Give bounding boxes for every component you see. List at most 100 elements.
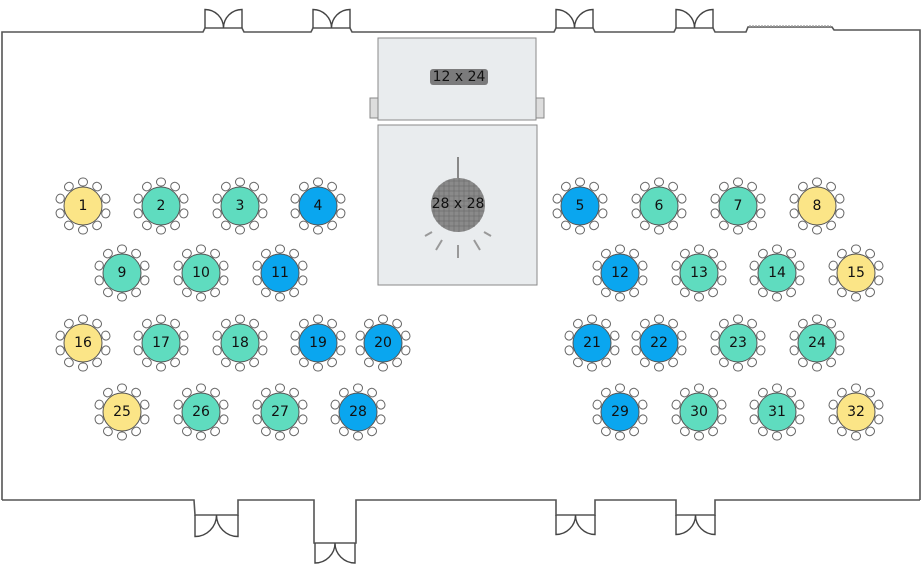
table-5[interactable]: 5: [552, 177, 608, 235]
chair: [747, 181, 758, 192]
chair: [639, 318, 650, 329]
table-14[interactable]: 14: [749, 244, 805, 302]
table-30[interactable]: 30: [671, 383, 727, 441]
dance-floor[interactable]: 28 x 28: [377, 124, 538, 286]
table-32[interactable]: 32: [828, 383, 884, 441]
door-top-4[interactable]: [675, 8, 714, 29]
chair: [376, 414, 386, 425]
chair: [131, 287, 142, 298]
chair: [749, 399, 759, 410]
chair: [141, 220, 152, 231]
chair: [260, 287, 271, 298]
chair: [173, 275, 183, 286]
door-top-3[interactable]: [555, 8, 594, 29]
table-15[interactable]: 15: [828, 244, 884, 302]
table-21[interactable]: 21: [564, 314, 620, 372]
table-11[interactable]: 11: [252, 244, 308, 302]
door-bottom-1[interactable]: [194, 514, 239, 538]
chair: [313, 225, 323, 235]
room-wall-bottom: [2, 499, 920, 544]
table-23[interactable]: 23: [710, 314, 766, 372]
chair: [589, 181, 600, 192]
table-31[interactable]: 31: [749, 383, 805, 441]
table-number: 19: [309, 335, 327, 351]
stage-label: 12 x 24: [433, 69, 486, 85]
table-13[interactable]: 13: [671, 244, 727, 302]
chair: [717, 260, 727, 271]
chair: [575, 177, 585, 187]
table-8[interactable]: 8: [789, 177, 845, 235]
table-17[interactable]: 17: [133, 314, 189, 372]
chair: [589, 220, 600, 231]
chair: [789, 345, 799, 356]
table-2[interactable]: 2: [133, 177, 189, 235]
table-24[interactable]: 24: [789, 314, 845, 372]
chair: [55, 345, 65, 356]
chair: [140, 260, 150, 271]
table-top: [63, 186, 103, 226]
chair: [330, 399, 340, 410]
chair: [235, 177, 245, 187]
door-bottom-4[interactable]: [675, 514, 716, 536]
table-4[interactable]: 4: [290, 177, 346, 235]
table-19[interactable]: 19: [290, 314, 346, 372]
chair: [181, 248, 192, 259]
chair: [631, 330, 641, 341]
chair: [212, 208, 222, 219]
chair: [102, 248, 113, 259]
chair: [671, 399, 681, 410]
chair: [826, 220, 837, 231]
table-27[interactable]: 27: [252, 383, 308, 441]
chair: [671, 260, 681, 271]
door-top-1[interactable]: [204, 8, 243, 29]
table-9[interactable]: 9: [94, 244, 150, 302]
table-number: 3: [236, 198, 245, 214]
chair: [367, 426, 378, 437]
chair: [786, 287, 797, 298]
chair: [679, 248, 690, 259]
chair: [101, 193, 111, 204]
table-26[interactable]: 26: [173, 383, 229, 441]
chair: [587, 314, 597, 324]
chair: [828, 275, 838, 286]
chair: [173, 414, 183, 425]
table-20[interactable]: 20: [355, 314, 411, 372]
table-top: [572, 323, 612, 363]
table-25[interactable]: 25: [94, 383, 150, 441]
table-12[interactable]: 12: [592, 244, 648, 302]
table-top: [220, 186, 260, 226]
chair: [258, 330, 268, 341]
chair: [327, 220, 338, 231]
chair: [289, 287, 300, 298]
table-3[interactable]: 3: [212, 177, 268, 235]
chair: [828, 260, 838, 271]
chair: [131, 248, 142, 259]
chair: [615, 431, 625, 441]
door-top-2[interactable]: [312, 8, 351, 29]
table-16[interactable]: 16: [55, 314, 111, 372]
stage[interactable]: 12 x 24: [369, 37, 545, 121]
door-bottom-2[interactable]: [314, 542, 356, 564]
table-6[interactable]: 6: [631, 177, 687, 235]
table-22[interactable]: 22: [631, 314, 687, 372]
chair: [668, 181, 679, 192]
chair: [252, 260, 262, 271]
chair: [629, 248, 640, 259]
table-28[interactable]: 28: [330, 383, 386, 441]
chair: [668, 220, 679, 231]
table-7[interactable]: 7: [710, 177, 766, 235]
chair: [290, 208, 300, 219]
table-1[interactable]: 1: [55, 177, 111, 235]
chair: [718, 181, 729, 192]
chair: [92, 181, 103, 192]
table-10[interactable]: 10: [173, 244, 229, 302]
chair: [156, 225, 166, 235]
door-bottom-3[interactable]: [555, 514, 596, 536]
chair: [363, 357, 374, 368]
chair: [797, 220, 808, 231]
chair: [717, 399, 727, 410]
table-29[interactable]: 29: [592, 383, 648, 441]
table-top: [338, 392, 378, 432]
table-18[interactable]: 18: [212, 314, 268, 372]
table-top: [639, 186, 679, 226]
